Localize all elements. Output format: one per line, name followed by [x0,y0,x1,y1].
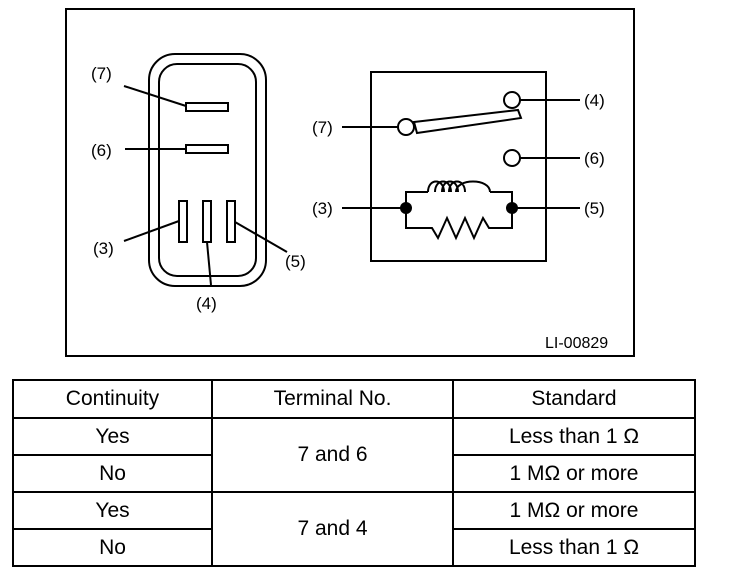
table-header-row: Continuity Terminal No. Standard [12,379,696,419]
terminal-6-node [503,149,521,167]
resistor-symbol [405,208,513,241]
standard-cell: 1 MΩ or more [452,491,696,530]
switch-arm [412,108,523,135]
connector-label-3: (3) [93,239,114,258]
column-header-terminal: Terminal No. [211,379,454,419]
standard-cell: Less than 1 Ω [452,417,696,456]
figure-code: LI-00829 [545,335,608,352]
standard-cell: 1 MΩ or more [452,454,696,493]
schematic-label-7: (7) [312,118,333,137]
schematic-label-3: (3) [312,199,333,218]
terminal-4-node [503,91,521,109]
connector-label-4: (4) [196,294,217,313]
terminal-5-node [506,202,518,214]
terminal-4-pin [202,200,212,243]
continuity-cell: No [12,528,213,567]
continuity-cell: Yes [12,491,213,530]
column-header-standard: Standard [452,379,696,419]
terminal-3-node [400,202,412,214]
terminal-6-pin [185,144,229,154]
continuity-cell: Yes [12,417,213,456]
terminal-7-node [397,118,415,136]
relay-connector [123,53,288,287]
terminal-cell: 7 and 4 [211,491,454,567]
column-header-continuity: Continuity [12,379,213,419]
standard-cell: Less than 1 Ω [452,528,696,567]
table-row: Yes 7 and 4 1 MΩ or more [12,491,696,567]
table-row: No Less than 1 Ω [12,528,696,567]
connector-label-6: (6) [91,141,112,160]
terminal-3-pin [178,200,188,243]
table-row: Yes 7 and 6 Less than 1 Ω [12,417,696,493]
figure-frame [65,8,635,357]
terminal-7-pin [185,102,229,112]
connector-label-7: (7) [91,64,112,83]
schematic-label-5: (5) [584,199,605,218]
coil-symbol [427,180,491,193]
schematic-label-4: (4) [584,91,605,110]
schematic-label-6: (6) [584,149,605,168]
continuity-cell: No [12,454,213,493]
terminal-5-pin [226,200,236,243]
relay-diagram: (7) (6) (3) (4) (5) (4) (7) (6) (3) (5) … [65,8,635,357]
continuity-table: Continuity Terminal No. Standard Yes 7 a… [12,379,696,567]
connector-label-5: (5) [285,252,306,271]
table-row: No 1 MΩ or more [12,454,696,493]
relay-schematic [342,71,580,262]
terminal-cell: 7 and 6 [211,417,454,493]
